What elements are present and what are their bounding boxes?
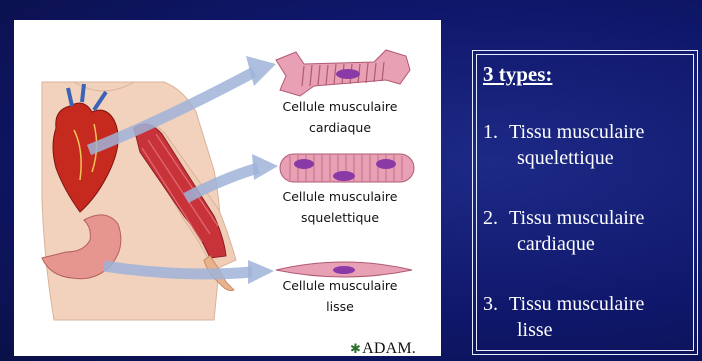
arrowhead-skeletal — [252, 154, 278, 180]
type-item-3-line1: Tissu musculaire — [509, 293, 644, 315]
label-skeletal: Cellule musculaire squelettique — [260, 186, 420, 228]
label-smooth: Cellule musculaire lisse — [260, 275, 420, 317]
label-cardiac-line2: cardiaque — [260, 117, 420, 138]
smooth-nucleus — [333, 266, 355, 274]
type-item-2: 2.Tissu musculaire cardiaque — [483, 205, 693, 257]
type-item-1-number: 1. — [483, 119, 509, 145]
cardiac-nucleus — [336, 69, 360, 79]
muscle-cell-illustration: Cellule musculaire cardiaque Cellule mus… — [14, 20, 441, 356]
adam-logo-text: ADAM. — [362, 340, 416, 356]
type-item-1-line1: Tissu musculaire — [509, 121, 644, 143]
type-item-1-line2: squelettique — [483, 145, 693, 171]
type-item-2-number: 2. — [483, 205, 509, 231]
type-item-1: 1.Tissu musculaire squelettique — [483, 119, 693, 171]
type-item-3-line2: lisse — [483, 317, 693, 343]
adam-logo: ✱ADAM. — [350, 340, 416, 356]
label-skeletal-line2: squelettique — [260, 207, 420, 228]
adam-logo-mark: ✱ — [350, 341, 361, 356]
arrowhead-cardiac — [246, 56, 276, 86]
label-cardiac-line1: Cellule musculaire — [260, 96, 420, 117]
types-text-box: 3 types: 1.Tissu musculaire squelettique… — [472, 50, 698, 355]
type-item-2-line2: cardiaque — [483, 231, 693, 257]
types-title: 3 types: — [483, 62, 552, 87]
skeletal-nucleus-2 — [333, 171, 355, 181]
label-smooth-line2: lisse — [260, 296, 420, 317]
skeletal-nucleus-1 — [294, 159, 314, 169]
label-skeletal-line1: Cellule musculaire — [260, 186, 420, 207]
label-cardiac: Cellule musculaire cardiaque — [260, 96, 420, 138]
skeletal-nucleus-3 — [376, 159, 396, 169]
type-item-2-line1: Tissu musculaire — [509, 207, 644, 229]
type-item-3-number: 3. — [483, 291, 509, 317]
label-smooth-line1: Cellule musculaire — [260, 275, 420, 296]
type-item-3: 3.Tissu musculaire lisse — [483, 291, 693, 343]
